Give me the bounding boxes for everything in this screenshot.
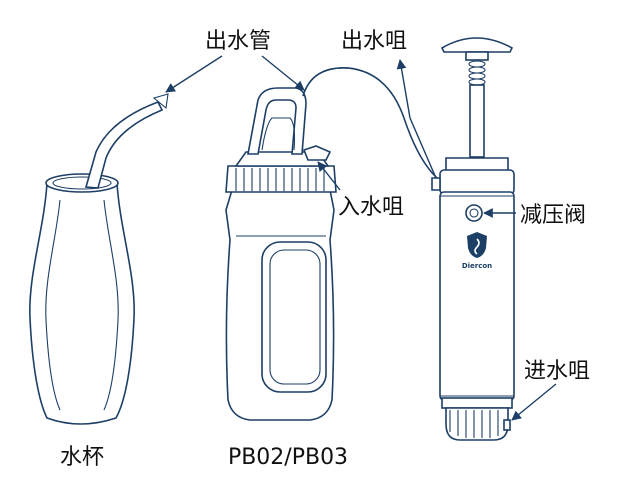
brand-name: Diercon	[462, 262, 492, 270]
label-cup: 水杯	[60, 445, 104, 470]
relief-valve	[465, 204, 483, 222]
bottle	[225, 87, 337, 421]
filter-pump: Diercon	[431, 37, 515, 441]
arrow-icon	[511, 383, 557, 421]
label-outlet-tube: 出水管	[205, 29, 271, 54]
cup	[29, 93, 169, 425]
label-inlet-nozzle: 入水咀	[338, 195, 404, 220]
label-outlet-nozzle: 出水咀	[341, 29, 407, 54]
outlet-tube-in-cup	[84, 100, 164, 189]
pump-handle	[440, 37, 514, 53]
shield-logo-icon	[467, 232, 487, 258]
arrow-icon	[261, 55, 305, 91]
arrow-icon	[396, 59, 411, 119]
bottle-grip-panel	[261, 241, 327, 393]
label-model: PB02/PB03	[228, 445, 348, 470]
arrow-icon	[317, 161, 341, 191]
label-water-intake: 进水咀	[524, 359, 590, 384]
arrow-icon	[165, 55, 223, 93]
bottle-handle	[247, 87, 307, 155]
label-relief-valve: 减压阀	[520, 203, 586, 228]
